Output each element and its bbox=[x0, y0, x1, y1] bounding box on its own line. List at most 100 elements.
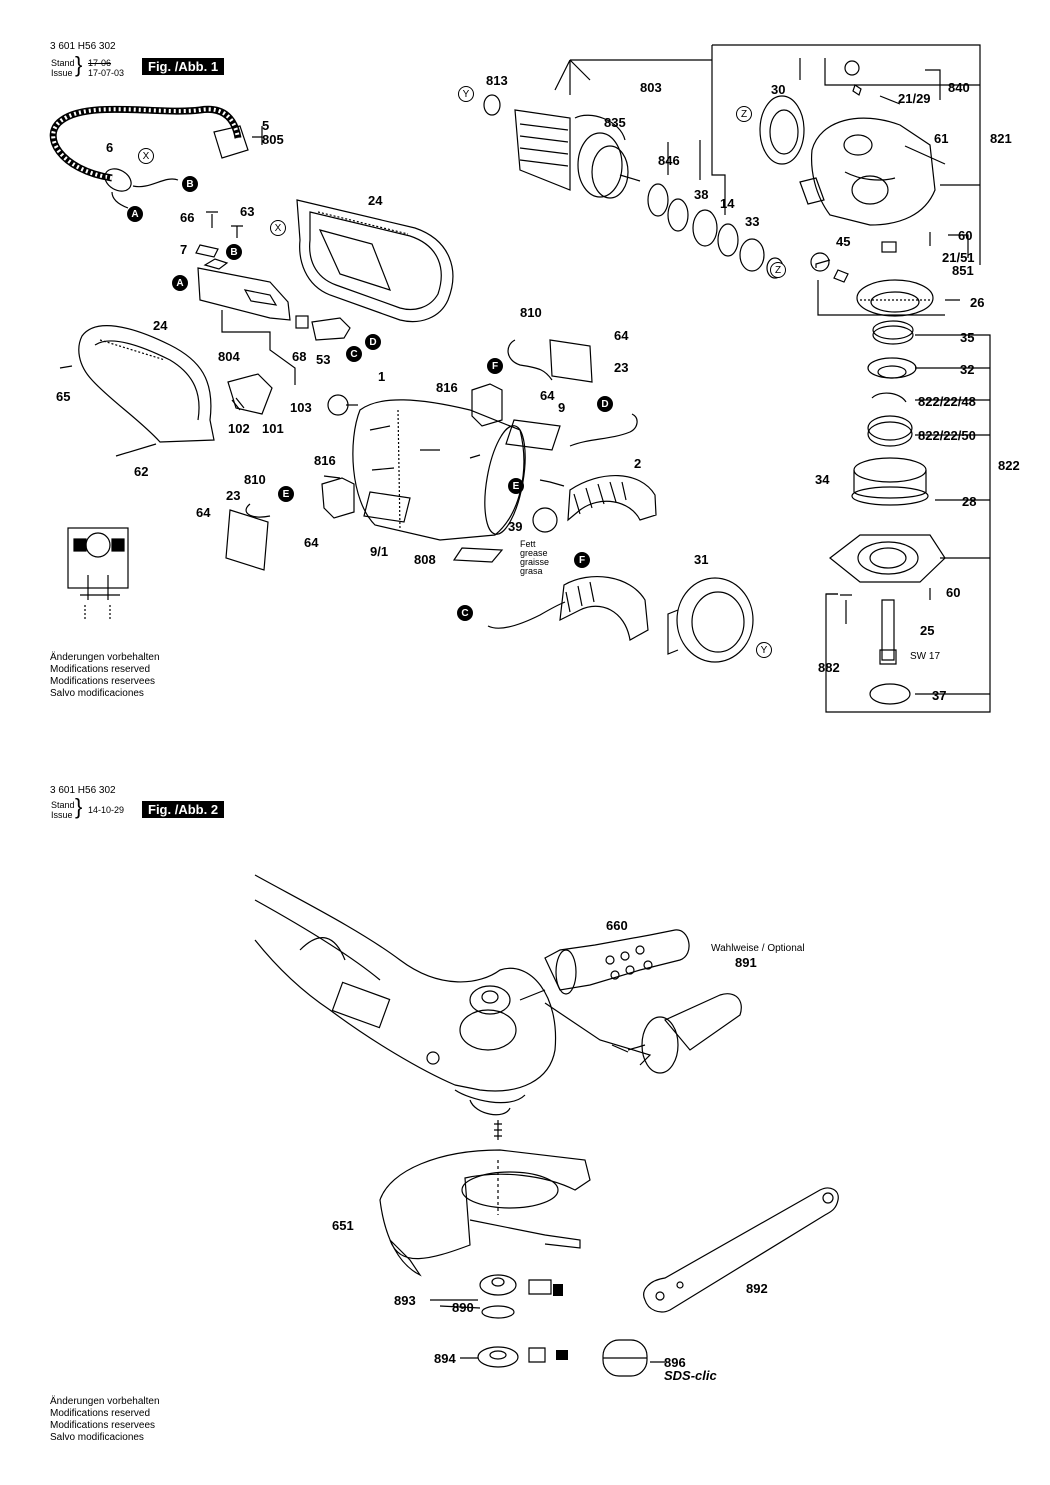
part-label: 808 bbox=[414, 552, 436, 567]
part-label: 2 bbox=[634, 456, 642, 471]
part-label: 64 bbox=[196, 505, 211, 520]
part-label: 25 bbox=[920, 623, 935, 638]
marker-y: Y bbox=[458, 86, 474, 102]
part-label: 31 bbox=[694, 552, 709, 567]
part-label: 14 bbox=[720, 196, 735, 211]
brace-glyph: } bbox=[75, 52, 83, 77]
part-label: 26 bbox=[970, 295, 985, 310]
document-number: 3 601 H56 302 bbox=[50, 41, 116, 52]
grinder-body-illustration bbox=[254, 874, 557, 1092]
part-label: 9/1 bbox=[370, 544, 389, 559]
part-label: 64 bbox=[540, 388, 555, 403]
marker-b: B bbox=[226, 244, 242, 260]
part-label: 103 bbox=[290, 400, 312, 415]
part-label: 60 bbox=[958, 228, 973, 243]
part-label: 816 bbox=[436, 380, 458, 395]
part-label: 1 bbox=[378, 369, 386, 384]
part-label: 822/22/48 bbox=[918, 394, 976, 409]
marker-c: C bbox=[457, 605, 473, 621]
part-label: 66 bbox=[180, 210, 195, 225]
part-label: 64 bbox=[304, 535, 319, 550]
part-label: 810 bbox=[520, 305, 542, 320]
note-line: Modifications reserved bbox=[50, 664, 151, 675]
part-label: 30 bbox=[771, 82, 786, 97]
note-line: Modifications reservees bbox=[50, 1420, 156, 1431]
note-line: Modifications reservees bbox=[50, 676, 156, 687]
part-label: 813 bbox=[486, 73, 508, 88]
motor-housing-half-top bbox=[296, 199, 454, 323]
switch-illustration bbox=[195, 211, 351, 341]
part-label: 894 bbox=[434, 1351, 456, 1366]
part-label: 5 bbox=[262, 118, 270, 133]
grease-note: Fett grease graisse grasa bbox=[520, 540, 549, 576]
note-line: Modifications reserved bbox=[50, 1408, 151, 1419]
wiring-schematic bbox=[67, 527, 129, 620]
part-label: 65 bbox=[56, 389, 71, 404]
part-label: 804 bbox=[218, 349, 240, 364]
part-label: 821 bbox=[990, 131, 1012, 146]
part-label: 39 bbox=[508, 519, 523, 534]
part-label: 62 bbox=[134, 464, 149, 479]
part-label: 893 bbox=[394, 1293, 416, 1308]
air-guide-ring-illustration bbox=[667, 577, 754, 663]
power-cord-illustration bbox=[49, 105, 249, 209]
gear-housing-illustration bbox=[759, 60, 946, 283]
part-label: 102 bbox=[228, 421, 250, 436]
bearing-set-illustration bbox=[647, 183, 784, 279]
part-label: 851 bbox=[952, 263, 974, 278]
group-bracket-top bbox=[554, 59, 712, 95]
part-label: 805 bbox=[262, 132, 284, 147]
grease-line: grease bbox=[520, 548, 548, 558]
part-label: 24 bbox=[153, 318, 168, 333]
part-label: 822 bbox=[998, 458, 1020, 473]
part-label: 21/51 bbox=[942, 250, 975, 265]
part-label: 63 bbox=[240, 204, 255, 219]
note-line: Änderungen vorbehalten bbox=[50, 652, 160, 663]
part-label: 891 bbox=[735, 955, 757, 970]
marker-d: D bbox=[365, 334, 381, 350]
stand-label: Stand bbox=[51, 58, 75, 68]
figure-label: Fig. /Abb. 2 bbox=[142, 801, 225, 818]
part-label: 840 bbox=[948, 80, 970, 95]
motor-housing-illustration bbox=[327, 394, 561, 563]
grease-line: grasa bbox=[520, 566, 543, 576]
part-label: 34 bbox=[815, 472, 830, 487]
issue-label: Issue bbox=[51, 810, 73, 820]
issue-label: Issue bbox=[51, 68, 73, 78]
marker-f: F bbox=[574, 552, 590, 568]
optional-note: Wahlweise / Optional bbox=[711, 943, 805, 954]
note-line: Salvo modificaciones bbox=[50, 688, 144, 699]
marker-f: F bbox=[487, 358, 503, 374]
part-label: 21/29 bbox=[898, 91, 931, 106]
part-label: 37 bbox=[932, 688, 947, 703]
crown-gear-illustration bbox=[856, 279, 934, 317]
spindle-assembly-illustration bbox=[829, 320, 946, 705]
note-line: Salvo modificaciones bbox=[50, 1432, 144, 1443]
part-label: 660 bbox=[606, 918, 628, 933]
part-label: 822/22/50 bbox=[918, 428, 976, 443]
part-label: 890 bbox=[452, 1300, 474, 1315]
marker-a: A bbox=[172, 275, 188, 291]
marker-b: B bbox=[182, 176, 198, 192]
notes-block: Änderungen vorbehalten Modifications res… bbox=[50, 652, 160, 700]
marker-e: E bbox=[278, 486, 294, 502]
grease-line: Fett bbox=[520, 539, 536, 549]
part-label: 64 bbox=[614, 328, 629, 343]
part-label: 61 bbox=[934, 131, 949, 146]
field-coil-illustration bbox=[487, 413, 657, 641]
armature-illustration bbox=[483, 94, 641, 199]
part-label: 45 bbox=[836, 234, 851, 249]
part-label: 882 bbox=[818, 660, 840, 675]
grease-line: graisse bbox=[520, 557, 550, 567]
marker-c: C bbox=[346, 346, 362, 362]
part-label: 846 bbox=[658, 153, 680, 168]
marker-a: A bbox=[127, 206, 143, 222]
part-label: 7 bbox=[180, 242, 188, 257]
part-label: 38 bbox=[694, 187, 709, 202]
side-handle-illustration bbox=[544, 929, 690, 991]
wrench-size-label: SW 17 bbox=[910, 651, 941, 662]
part-label: 803 bbox=[640, 80, 662, 95]
brace-glyph: } bbox=[75, 794, 83, 819]
